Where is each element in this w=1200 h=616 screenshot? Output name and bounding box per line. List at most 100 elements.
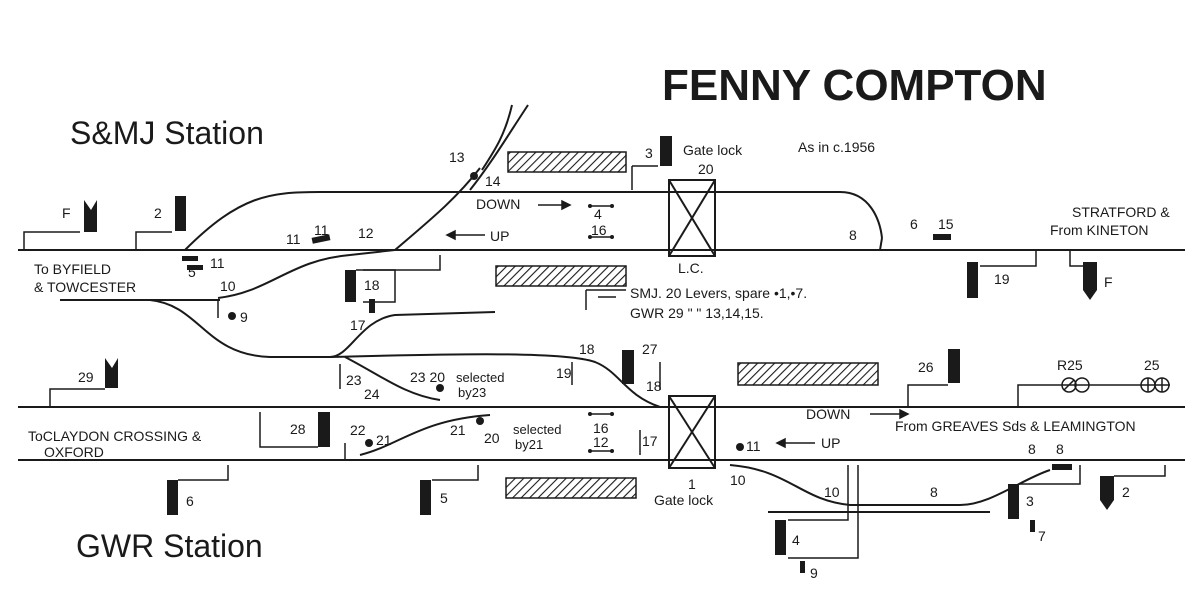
semj-to-stratford: STRATFORD &	[1072, 204, 1170, 220]
num-label: 6	[910, 216, 918, 232]
num-label: 18	[579, 341, 595, 357]
num-label: 17	[642, 433, 658, 449]
level-crossing-gwr	[668, 395, 716, 469]
gwr-to-claydon: ToCLAYDON CROSSING &	[28, 428, 202, 444]
page-title: FENNY COMPTON	[662, 61, 1047, 110]
gwr-junction	[329, 353, 661, 408]
signal-arms	[23, 165, 1170, 559]
num-label: 14	[485, 173, 501, 189]
connecting-curve	[149, 299, 496, 358]
ground-signal-8	[1052, 464, 1072, 470]
semj-from-kineton: From KINETON	[1050, 222, 1149, 238]
semj-platform-up	[507, 151, 627, 173]
ground-signal-17	[369, 299, 375, 313]
gwr-platform-up	[505, 477, 637, 499]
gwr-to-oxford: OXFORD	[44, 444, 104, 460]
gwr-lower-loop	[729, 464, 1051, 506]
num-label: 21	[376, 432, 392, 448]
num-label: 8	[1028, 441, 1036, 457]
num-label: 23	[346, 372, 362, 388]
track-lines	[18, 104, 1185, 513]
num-label: 9	[240, 309, 248, 325]
num-label: 10	[730, 472, 746, 488]
num-label: 17	[350, 317, 366, 333]
num-label: 8	[930, 484, 938, 500]
semj-down-loop	[184, 191, 883, 251]
num-label: 22	[350, 422, 366, 438]
gwr-by-21: by21	[515, 437, 543, 452]
semj-loop-end	[879, 237, 883, 251]
num-label: 7	[1038, 528, 1046, 544]
ground-signal-11	[311, 234, 331, 244]
ground-signal-15	[933, 234, 951, 240]
num-label: 12	[358, 225, 374, 241]
signal-post-27	[622, 350, 634, 384]
num-label: 11	[286, 231, 301, 247]
gwr-siding-21	[359, 414, 491, 456]
signal-post-5	[420, 480, 431, 515]
num-label: 8	[849, 227, 857, 243]
num-label: 16	[593, 420, 609, 436]
signal-post-18	[345, 270, 356, 302]
semj-crossover	[394, 167, 481, 251]
ground-signal-5b	[187, 265, 203, 270]
signal-post-6	[167, 480, 178, 515]
num-label: 24	[364, 386, 380, 402]
date-note: As in c.1956	[798, 139, 875, 155]
num-label: 11	[746, 438, 761, 454]
num-label: F	[1104, 274, 1113, 290]
semj-platform-down	[495, 265, 627, 287]
num-label: 13	[449, 149, 465, 165]
signal-post-3b	[1008, 484, 1019, 519]
gwr-station-label: GWR Station	[76, 528, 263, 564]
num-label: 3	[1026, 493, 1034, 509]
semj-lever-note-1: SMJ. 20 Levers, spare •1,•7.	[630, 285, 807, 301]
num-label: 5	[440, 490, 448, 506]
num-label: 8	[1056, 441, 1064, 457]
ground-signal-5a	[182, 256, 198, 261]
num-label: 20	[484, 430, 500, 446]
semj-gate-lock: Gate lock	[683, 142, 743, 158]
gwr-selected-21: selected	[513, 422, 561, 437]
num-label: 28	[290, 421, 306, 437]
gwr-from-greaves: From GREAVES Sds & LEAMINGTON	[895, 418, 1136, 434]
direction-arrows	[445, 199, 910, 449]
num-label: 4	[792, 532, 800, 548]
num-label: 9	[810, 565, 818, 581]
gwr-selected-23: selected	[456, 370, 504, 385]
level-crossing-semj	[668, 179, 716, 257]
gwr-siding-23	[344, 356, 441, 401]
disc-signals	[1061, 377, 1170, 393]
num-label: 3	[645, 145, 653, 161]
fish-signal-F	[84, 200, 97, 232]
num-label: 11	[210, 255, 225, 271]
fish-signal-F2	[1083, 262, 1097, 300]
gwr-platform-down	[737, 362, 879, 386]
num-label: 29	[78, 369, 94, 385]
semj-station-label: S&MJ Station	[70, 115, 264, 151]
lever-dots	[228, 172, 744, 453]
signal-post-26	[948, 349, 960, 383]
num-label: 15	[938, 216, 954, 232]
signal-posts	[84, 136, 1114, 573]
num-label: 11	[314, 222, 329, 238]
semj-to-byfield: To BYFIELD	[34, 261, 111, 277]
num-label: 16	[591, 222, 607, 238]
num-label: 12	[593, 434, 609, 450]
num-label: 6	[186, 493, 194, 509]
semj-branch-1	[469, 104, 529, 191]
num-label: 18	[646, 378, 662, 394]
num-label: 5	[188, 264, 196, 280]
num-label: 20	[698, 161, 714, 177]
fish-signal-2	[1100, 476, 1114, 510]
semj-branch-2	[481, 104, 513, 171]
num-label: R25	[1057, 357, 1083, 373]
num-label: 4	[594, 206, 602, 222]
num-label: 10	[220, 278, 236, 294]
signal-post-4	[775, 520, 786, 555]
num-label: 21	[450, 422, 466, 438]
num-label: 2	[1122, 484, 1130, 500]
lever-ties	[585, 205, 626, 452]
semj-down-label: DOWN	[476, 196, 520, 212]
gwr-gate-lock: Gate lock	[654, 492, 714, 508]
